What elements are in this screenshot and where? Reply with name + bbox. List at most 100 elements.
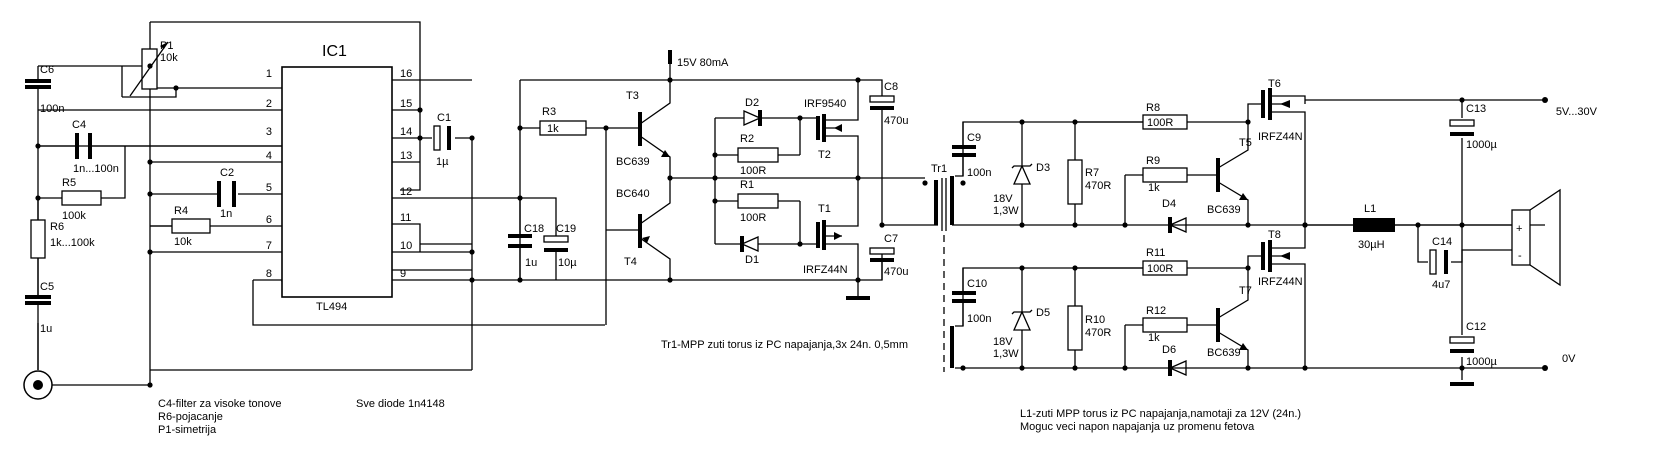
r4-value: 10k — [174, 236, 192, 248]
t6-value: IRFZ44N — [1258, 131, 1303, 143]
vcc-label: 15V 80mA — [677, 57, 729, 69]
lower-output-stage: C10 100n D5 18V 1,3W R10 470R R11 100R R… — [952, 225, 1308, 376]
note-tr1: Tr1-MPP zuti torus iz PC napajanja,3x 24… — [661, 339, 908, 351]
ic1-pin-14: 14 — [400, 126, 412, 138]
d1-ref: D1 — [745, 254, 759, 266]
r8-value: 100R — [1147, 117, 1173, 129]
t2-value: IRF9540 — [804, 98, 846, 110]
c8-value: 470u — [884, 115, 908, 127]
p1-ref: P1 — [160, 40, 173, 52]
d6-ref: D6 — [1162, 344, 1176, 356]
note-c4: C4-filter za visoke tonove — [158, 398, 282, 410]
note-l1: L1-zuti MPP torus iz PC napajanja,namota… — [1020, 408, 1301, 420]
r5-value: 100k — [62, 210, 86, 222]
d5-value2: 1,3W — [993, 348, 1019, 360]
r5-resistor — [61, 190, 102, 206]
p1-potentiometer: P1 10k — [121, 21, 421, 385]
ic1-pin-15: 15 — [400, 98, 412, 110]
r8-ref: R8 — [1146, 102, 1160, 114]
r7-value: 470R — [1085, 180, 1111, 192]
d5-value: 18V — [993, 336, 1013, 348]
r12-value: 1k — [1148, 332, 1160, 344]
c14-value: 4u7 — [1432, 279, 1450, 291]
r10-ref: R10 — [1085, 314, 1105, 326]
r2-ref: R2 — [740, 133, 754, 145]
note-voltage: Moguc veci napon napajanja uz promenu fe… — [1020, 421, 1255, 433]
t7-ref: T7 — [1239, 285, 1252, 297]
speaker-minus: - — [1518, 250, 1522, 262]
ic1-pin-10: 10 — [400, 240, 412, 252]
half-bridge: IRF9540 T2 T1 IRFZ44N C8 470u C7 470u — [800, 77, 908, 300]
c1-ref: C1 — [437, 112, 451, 124]
c10-ref: C10 — [967, 278, 987, 290]
r4-ref: R4 — [174, 205, 188, 217]
r1-ref: R1 — [740, 179, 754, 191]
c1-value: 1µ — [436, 156, 449, 168]
r12-ref: R12 — [1146, 305, 1166, 317]
r9-value: 1k — [1148, 182, 1160, 194]
output-filter: L1 30µH C14 4u7 C13 1000µ C12 1000µ 5V..… — [1302, 97, 1598, 386]
r3-resistor — [539, 120, 587, 136]
ic1-pin-6: 6 — [266, 214, 272, 226]
d2-ref: D2 — [745, 97, 759, 109]
t7-value: BC639 — [1207, 347, 1241, 359]
upper-output-stage: C9 100n D3 18V 1,3W R7 470R R8 100R R9 1… — [952, 78, 1545, 233]
out-zero-label: 0V — [1562, 353, 1576, 365]
c5-ref: C5 — [40, 281, 54, 293]
r2-value: 100R — [740, 165, 766, 177]
t1-value: IRFZ44N — [803, 264, 848, 276]
ic1-pin-12: 12 — [400, 186, 412, 198]
r6-ref: R6 — [50, 221, 64, 233]
p1-value: 10k — [160, 52, 178, 64]
c6-value: 100n — [40, 103, 64, 115]
c5-value: 1u — [40, 323, 52, 335]
c10-value: 100n — [967, 313, 991, 325]
c2-ref: C2 — [220, 167, 234, 179]
c12-value: 1000µ — [1466, 356, 1497, 368]
ic1-pin-8: 8 — [266, 268, 272, 280]
ic1-pin-7: 7 — [266, 240, 272, 252]
ic1-name: IC1 — [322, 43, 347, 60]
c9-value: 100n — [967, 167, 991, 179]
input-section: C6 100n C4 1n...100n R5 100k R6 1k...100… — [23, 64, 290, 400]
t5-value: BC639 — [1207, 204, 1241, 216]
note-r6: R6-pojacanje — [158, 411, 223, 423]
r11-value: 100R — [1147, 263, 1173, 275]
ic1-pin-9: 9 — [400, 268, 406, 280]
r1-value: 100R — [740, 212, 766, 224]
r6-resistor — [30, 219, 46, 259]
t8-value: IRFZ44N — [1258, 276, 1303, 288]
r3-value: 1k — [547, 123, 559, 135]
d3-value: 18V — [993, 193, 1013, 205]
l1-ref: L1 — [1364, 203, 1376, 215]
r11-ref: R11 — [1146, 247, 1165, 259]
l1-inductor — [1353, 218, 1395, 232]
note-diodes: Sve diode 1n4148 — [356, 398, 445, 410]
tr1-ref: Tr1 — [931, 163, 947, 175]
c7-value: 470u — [884, 266, 908, 278]
r5-ref: R5 — [62, 177, 76, 189]
r9-ref: R9 — [1146, 155, 1160, 167]
ic1-pin-5: 5 — [266, 182, 272, 194]
out-pos-label: 5V...30V — [1556, 106, 1598, 118]
t4-value: BC640 — [616, 188, 650, 200]
c4-ref: C4 — [72, 119, 86, 131]
ic1-pin-3: 3 — [266, 126, 272, 138]
t2-ref: T2 — [818, 149, 831, 161]
d4-ref: D4 — [1162, 198, 1176, 210]
ic1-pin-13: 13 — [400, 150, 412, 162]
r3-ref: R3 — [542, 106, 556, 118]
c14-ref: C14 — [1432, 236, 1452, 248]
c8-ref: C8 — [884, 81, 898, 93]
c19-ref: C19 — [556, 223, 576, 235]
t5-ref: T5 — [1239, 137, 1252, 149]
t1-ref: T1 — [818, 203, 831, 215]
r7-ref: R7 — [1085, 167, 1099, 179]
t6-ref: T6 — [1268, 78, 1281, 90]
c18-ref: C18 — [524, 223, 544, 235]
ic1-pin-1: 1 — [266, 68, 272, 80]
c13-ref: C13 — [1466, 103, 1486, 115]
c13-value: 1000µ — [1466, 139, 1497, 151]
